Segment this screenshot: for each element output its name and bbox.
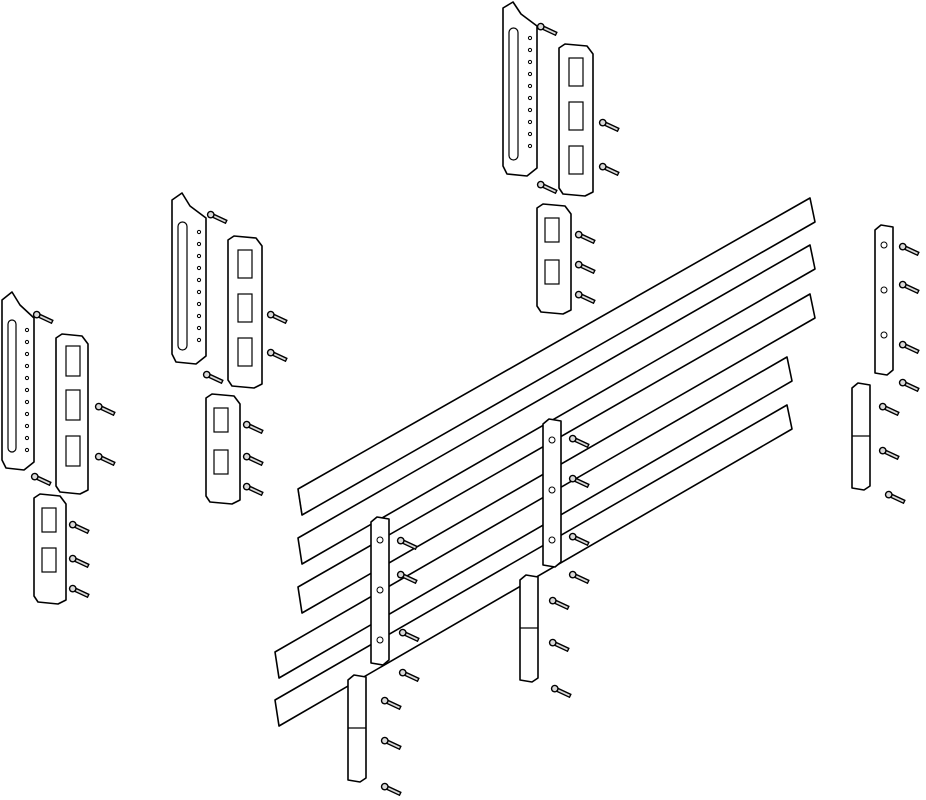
busbar-2 xyxy=(297,244,816,565)
holder-block-top-lower xyxy=(536,203,572,315)
support-bracket-top xyxy=(502,1,538,177)
screw xyxy=(574,230,596,245)
screw xyxy=(242,482,264,497)
holder-block-left-upper xyxy=(55,333,89,495)
support-bracket-middle xyxy=(171,192,207,365)
screw xyxy=(548,638,570,653)
screw xyxy=(202,370,224,385)
screw xyxy=(898,242,920,257)
screw xyxy=(568,570,590,585)
screw xyxy=(266,348,288,363)
screw xyxy=(536,180,558,195)
screw xyxy=(94,402,116,417)
bracket-group-top xyxy=(502,1,594,315)
bracket-holes-top xyxy=(527,35,533,149)
screw xyxy=(396,570,418,585)
busbar-clamp-3 xyxy=(874,224,894,376)
screw xyxy=(32,310,54,325)
screw xyxy=(598,162,620,177)
holder-block-left-lower xyxy=(33,493,67,605)
support-bracket-left xyxy=(1,291,35,471)
screw xyxy=(68,520,90,535)
screw xyxy=(878,402,900,417)
busbar-1-end xyxy=(297,488,303,516)
screw xyxy=(68,584,90,599)
busbar-clamps xyxy=(370,224,894,666)
bracket-group-middle xyxy=(171,192,263,505)
busbar-5 xyxy=(274,404,793,727)
screw xyxy=(396,536,418,551)
bracket-group-left xyxy=(1,291,89,605)
screw xyxy=(598,118,620,133)
screw xyxy=(536,22,558,37)
screw xyxy=(68,554,90,569)
screw xyxy=(380,782,402,797)
screw xyxy=(398,668,420,683)
clamp-bases xyxy=(347,382,871,783)
screw xyxy=(94,452,116,467)
screw xyxy=(30,472,52,487)
screw xyxy=(574,260,596,275)
bracket-slot-left xyxy=(7,319,17,453)
screw xyxy=(878,446,900,461)
screw xyxy=(898,378,920,393)
screw xyxy=(568,434,590,449)
screw xyxy=(398,628,420,643)
screw xyxy=(242,420,264,435)
holder-block-middle-lower xyxy=(205,393,241,505)
screw xyxy=(568,532,590,547)
screw xyxy=(568,474,590,489)
busbar-4 xyxy=(274,356,793,679)
screws xyxy=(30,22,920,797)
bracket-slot-top xyxy=(508,27,519,161)
screw xyxy=(574,290,596,305)
screw xyxy=(266,310,288,325)
bracket-slot-middle xyxy=(177,221,188,351)
screw xyxy=(380,696,402,711)
bracket-holes-left xyxy=(24,327,30,453)
holder-block-top-upper xyxy=(558,43,594,197)
screw xyxy=(884,490,906,505)
screw xyxy=(380,736,402,751)
screw xyxy=(206,210,228,225)
screw xyxy=(550,684,572,699)
screw xyxy=(548,596,570,611)
holder-block-middle-upper xyxy=(227,235,263,389)
screw xyxy=(242,452,264,467)
screw xyxy=(898,340,920,355)
bracket-holes-middle xyxy=(196,229,202,343)
screw xyxy=(898,280,920,295)
